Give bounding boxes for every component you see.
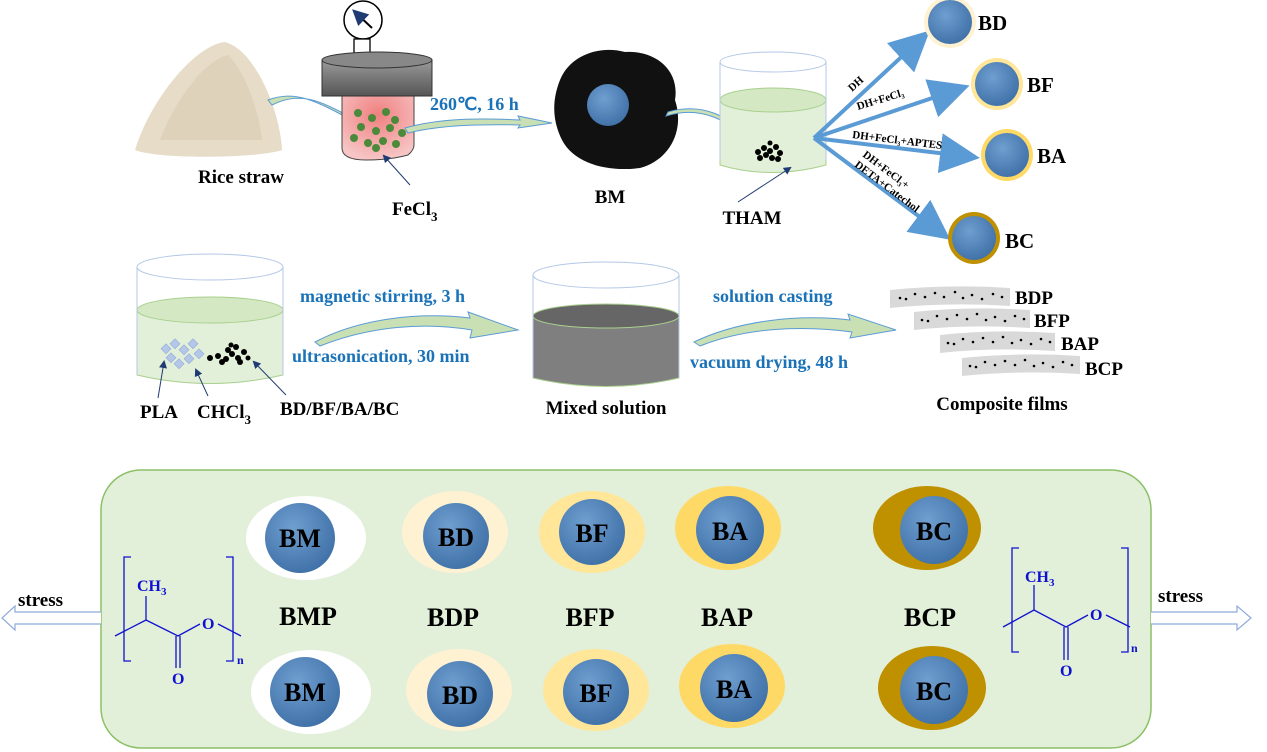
stress-label-right: stress bbox=[1158, 586, 1203, 607]
svg-text:BA: BA bbox=[716, 675, 752, 704]
composite-films-label: Composite films bbox=[936, 394, 1067, 415]
svg-text:BD: BD bbox=[438, 523, 474, 552]
rice-straw-pile bbox=[135, 42, 282, 157]
film-bdp: BDP bbox=[890, 286, 1053, 309]
fecl3-pointer bbox=[382, 154, 411, 186]
product-ba: BA bbox=[981, 129, 1067, 181]
svg-text:BCP: BCP bbox=[904, 603, 956, 632]
product-bc: BC bbox=[948, 212, 1034, 264]
svg-text:BC: BC bbox=[916, 677, 952, 706]
reactor-icon bbox=[321, 0, 433, 161]
ch3-left: CH3 bbox=[137, 578, 167, 598]
carbonyl-o-right: O bbox=[1060, 663, 1072, 680]
ch3-right: CH3 bbox=[1025, 569, 1055, 589]
chcl3-label: CHCl3 bbox=[197, 402, 252, 427]
rice-straw-label: Rice straw bbox=[198, 167, 284, 188]
svg-text:BDP: BDP bbox=[427, 603, 479, 632]
drying-label: vacuum drying, 48 h bbox=[690, 352, 848, 372]
svg-text:BM: BM bbox=[279, 524, 321, 553]
mixed-solution-beaker bbox=[532, 261, 680, 387]
svg-text:BF: BF bbox=[1027, 73, 1054, 97]
bm-label: BM bbox=[595, 187, 626, 208]
ester-o-left: O bbox=[202, 616, 214, 633]
ester-o-right: O bbox=[1090, 607, 1102, 624]
svg-text:BFP: BFP bbox=[565, 603, 614, 632]
pla-pointers bbox=[157, 360, 287, 399]
pla-structure-right bbox=[1002, 547, 1131, 660]
composite-films: BDP BFP BAP BCP bbox=[890, 286, 1123, 380]
svg-text:BAP: BAP bbox=[1061, 334, 1099, 355]
svg-text:BC: BC bbox=[916, 517, 952, 546]
casting-label: solution casting bbox=[713, 286, 833, 306]
svg-text:BD: BD bbox=[978, 11, 1007, 35]
product-bd: BD bbox=[924, 0, 1007, 48]
mixed-solution-label: Mixed solution bbox=[546, 398, 667, 419]
pla-beaker bbox=[136, 253, 284, 384]
pla-label: PLA bbox=[140, 402, 178, 423]
bm-particle bbox=[587, 84, 629, 126]
repeat-n-left: n bbox=[237, 653, 244, 667]
svg-text:BA: BA bbox=[712, 517, 748, 546]
branch-arrow-bd bbox=[812, 30, 930, 140]
svg-text:BD: BD bbox=[442, 681, 478, 710]
column-bcp: BC BCP BC bbox=[873, 486, 986, 730]
tham-beaker bbox=[719, 51, 827, 173]
hydrothermal-condition-label: 260℃, 16 h bbox=[430, 94, 519, 114]
film-bfp: BFP bbox=[914, 308, 1070, 332]
ultrasonication-label: ultrasonication, 30 min bbox=[292, 346, 470, 366]
svg-text:BC: BC bbox=[1005, 229, 1034, 253]
bm-powder bbox=[554, 49, 679, 170]
stress-label-left: stress bbox=[18, 590, 63, 611]
branch-arrow-bf bbox=[813, 79, 970, 140]
stress-arrow-left bbox=[1, 604, 101, 632]
tham-pointer bbox=[737, 166, 792, 203]
svg-text:BAP: BAP bbox=[701, 603, 753, 632]
svg-text:BM: BM bbox=[284, 678, 326, 707]
stirring-label: magnetic stirring, 3 h bbox=[300, 286, 465, 306]
column-bdp: BD BDP BD bbox=[402, 491, 512, 731]
film-bcp: BCP bbox=[962, 354, 1123, 380]
svg-text:BF: BF bbox=[575, 519, 608, 548]
column-bfp: BF BFP BF bbox=[539, 491, 649, 731]
branch-arrow-bc bbox=[812, 136, 951, 240]
carbonyl-o-left: O bbox=[172, 671, 184, 688]
fecl3-particles bbox=[350, 108, 406, 152]
process-arrow-2 bbox=[404, 115, 553, 134]
fillers-label: BD/BF/BA/BC bbox=[280, 399, 399, 420]
branch-arrows bbox=[812, 30, 980, 240]
svg-text:BFP: BFP bbox=[1034, 311, 1070, 332]
column-bmp: BM BMP BM bbox=[246, 496, 371, 734]
tham-label: THAM bbox=[722, 208, 781, 229]
pla-structure-left bbox=[114, 556, 242, 668]
product-bf: BF bbox=[971, 58, 1054, 110]
process-arrow-4 bbox=[314, 311, 520, 347]
svg-text:BMP: BMP bbox=[279, 602, 337, 631]
svg-text:BCP: BCP bbox=[1085, 359, 1123, 380]
repeat-n-right: n bbox=[1131, 641, 1138, 655]
fecl3-label: FeCl3 bbox=[392, 199, 438, 224]
filler-particles bbox=[207, 342, 251, 365]
process-arrow-5 bbox=[692, 313, 897, 347]
branch-arrow-ba bbox=[813, 133, 980, 174]
svg-text:BA: BA bbox=[1037, 144, 1067, 168]
svg-text:BF: BF bbox=[579, 679, 612, 708]
film-bap: BAP bbox=[940, 331, 1099, 355]
pla-pellets bbox=[160, 338, 205, 370]
svg-text:BDP: BDP bbox=[1015, 288, 1053, 309]
column-bap: BA BAP BA bbox=[675, 486, 785, 728]
stress-arrow-right bbox=[1151, 604, 1252, 632]
